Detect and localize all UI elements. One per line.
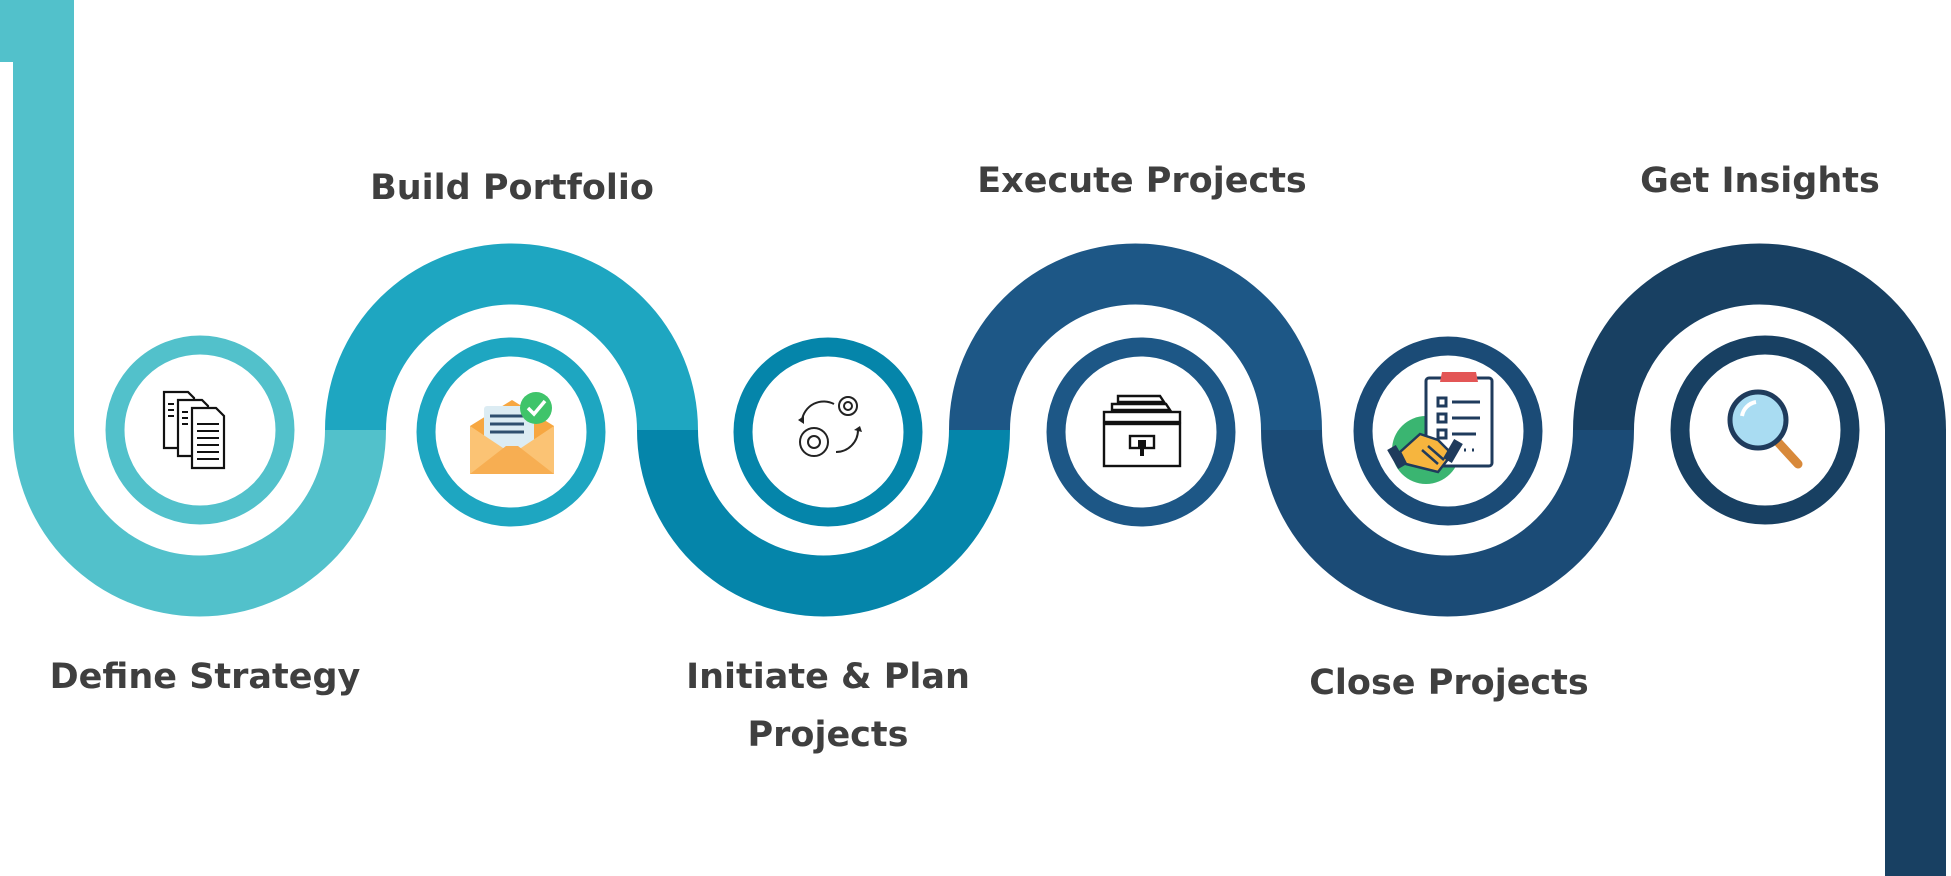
- step-2-arc: [325, 243, 698, 430]
- file-cabinet-icon: [1102, 394, 1182, 468]
- step-label-initiate-plan: Initiate & Plan Projects: [686, 657, 970, 755]
- step-1-arc: [13, 430, 386, 617]
- step-5-arc: [1261, 430, 1634, 617]
- gears-cycle-icon: [798, 396, 862, 457]
- magnifier-icon: [1727, 389, 1803, 469]
- step-label-build-portfolio: Build Portfolio: [370, 168, 654, 208]
- step-label-execute-projects: Execute Projects: [977, 161, 1307, 201]
- step-3-circle: [733, 337, 923, 527]
- documents-icon: [162, 390, 226, 470]
- step-4-arc: [949, 243, 1322, 430]
- mail-check-icon: [470, 392, 554, 474]
- step-label-close-projects: Close Projects: [1309, 663, 1589, 703]
- lead-in-top-stub: [0, 0, 74, 62]
- step-3-arc: [637, 430, 1010, 617]
- tail-bar: [1885, 429, 1946, 876]
- step-6-arc: [1573, 243, 1946, 430]
- handshake-checklist-icon: [1387, 372, 1494, 484]
- step-label-get-insights: Get Insights: [1640, 161, 1880, 201]
- lead-in-bar: [13, 0, 74, 430]
- step-label-define-strategy: Define Strategy: [49, 657, 361, 697]
